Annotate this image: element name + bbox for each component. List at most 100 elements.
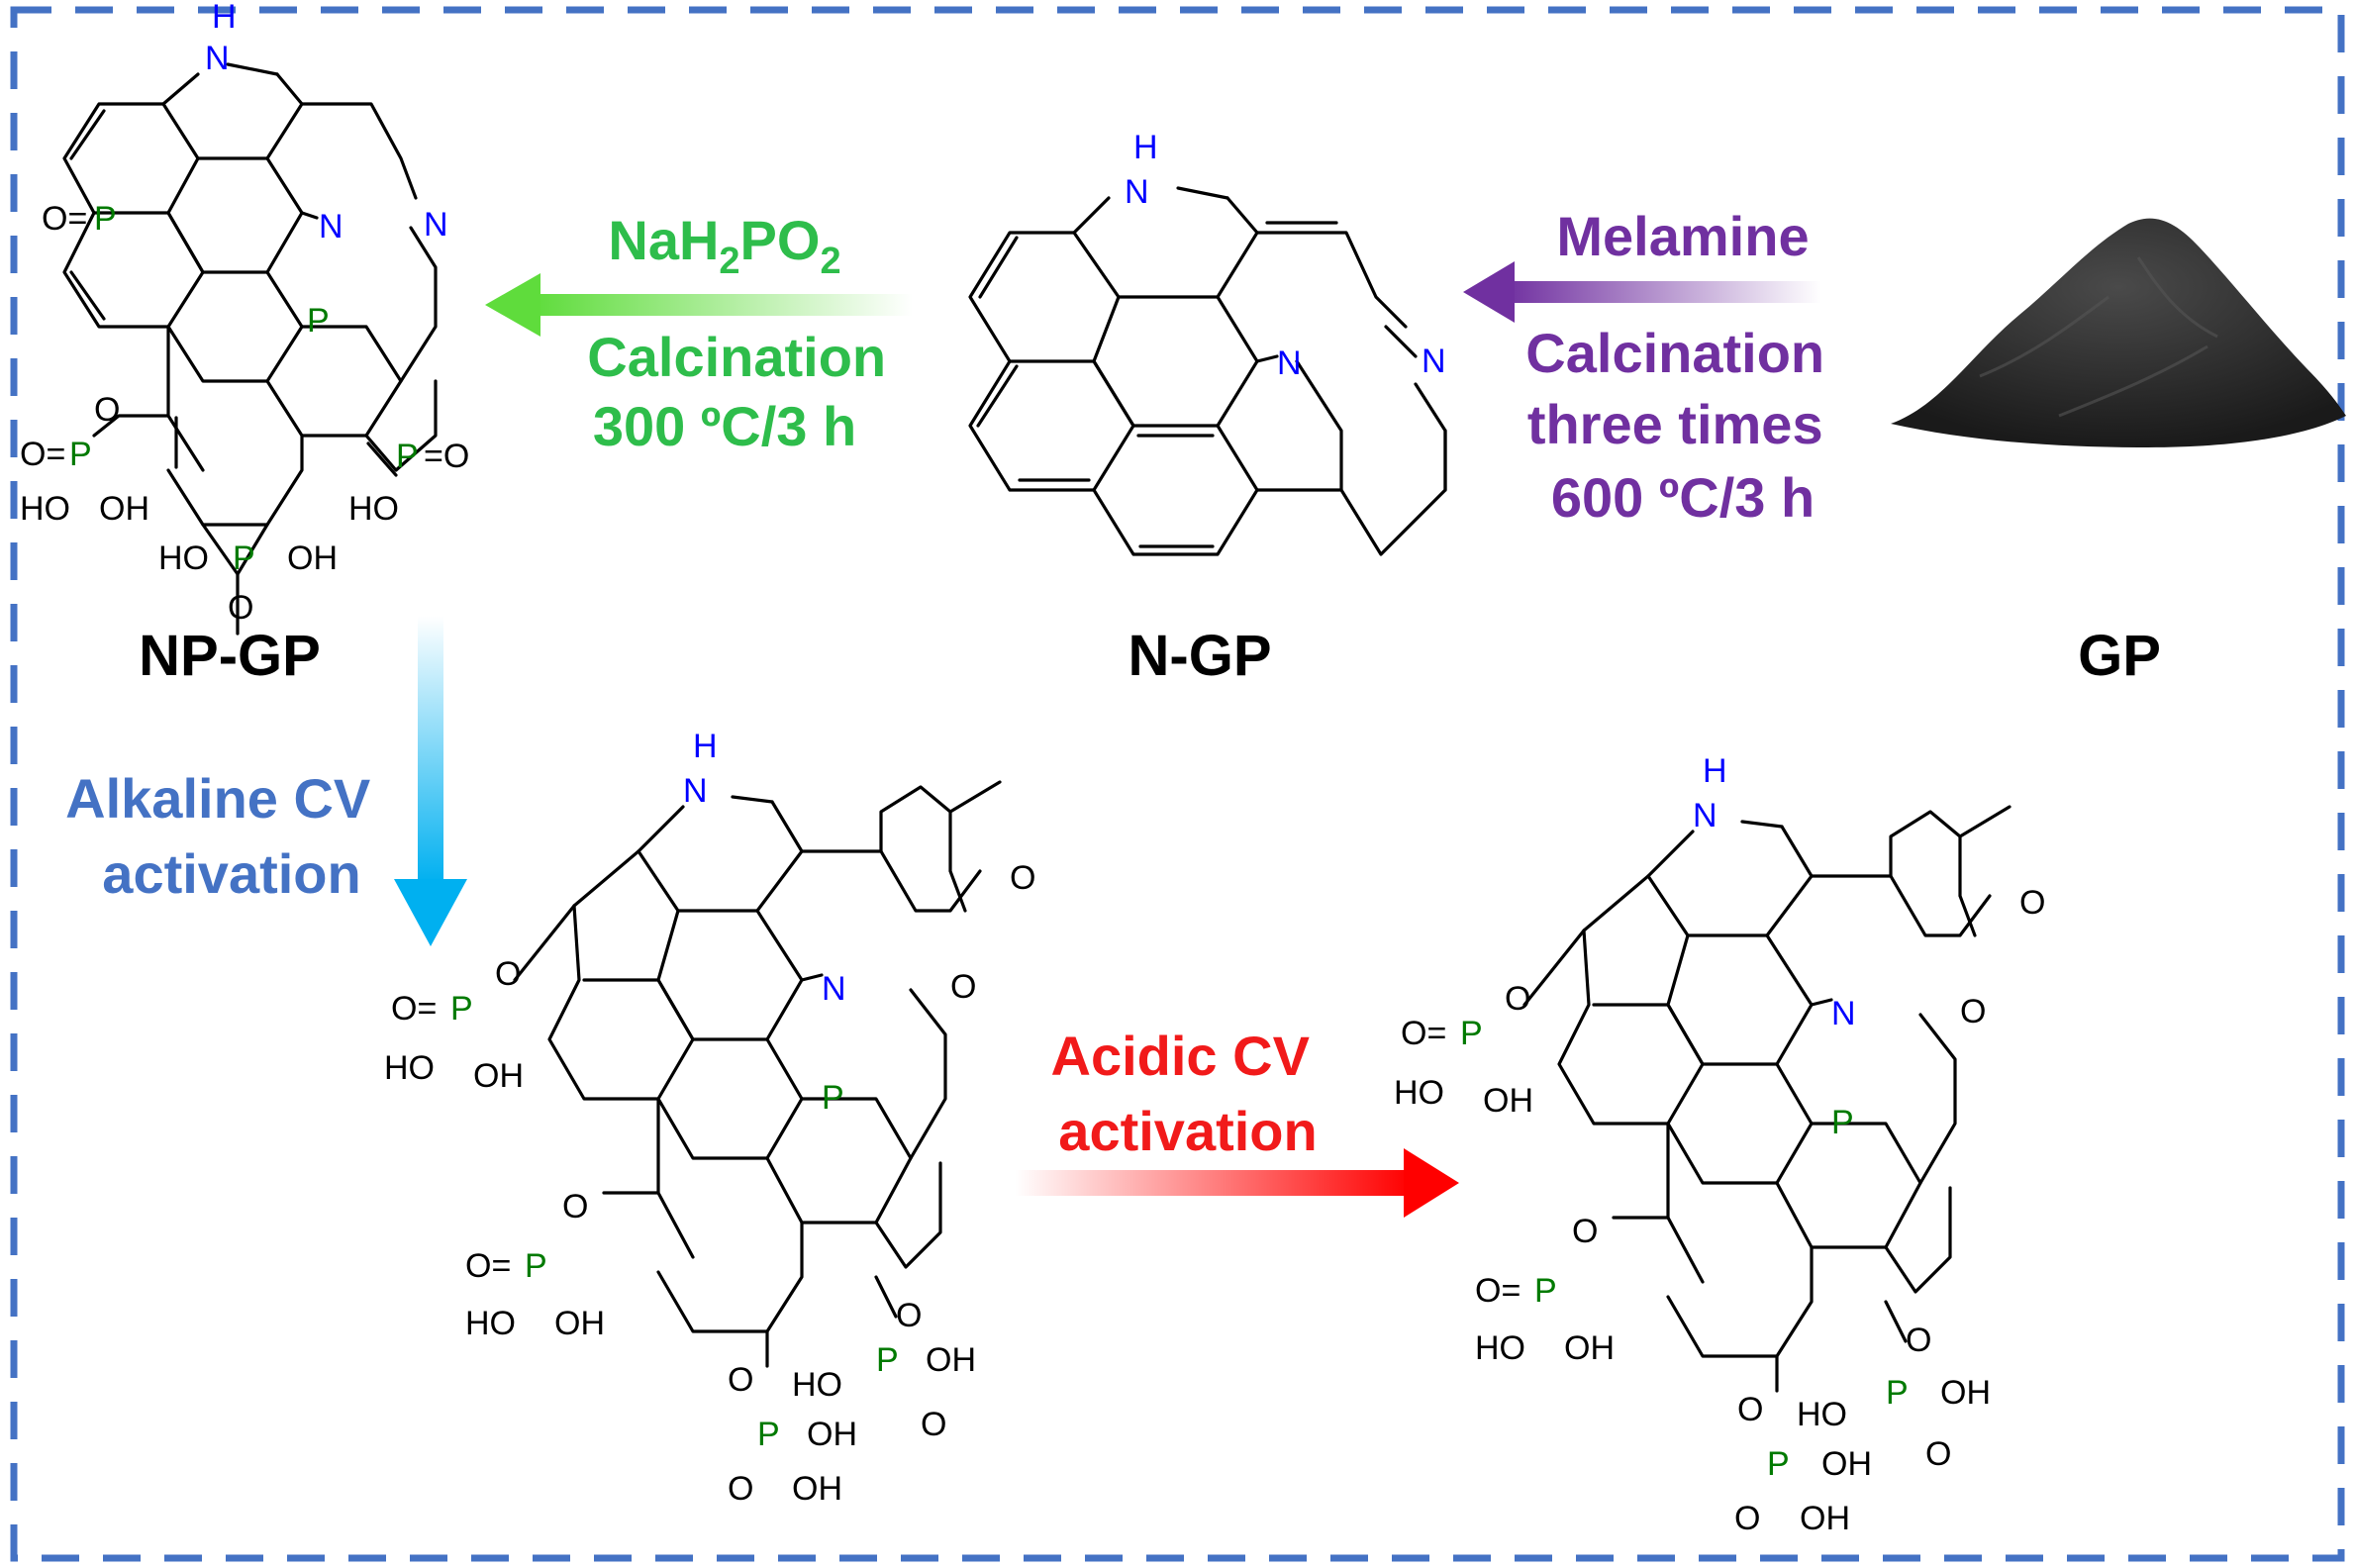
svg-text:H: H	[212, 0, 237, 36]
svg-text:O: O	[1925, 1435, 1951, 1473]
svg-text:O: O	[950, 968, 976, 1006]
svg-text:P: P	[1460, 1015, 1483, 1052]
svg-text:OH: OH	[554, 1305, 605, 1342]
arrow-melamine-shaft	[1505, 281, 1821, 303]
svg-text:Calcination three times: Calcination three times 600 ºC/3 h	[1525, 322, 1839, 529]
svg-text:Melamine: Melamine	[1556, 205, 1809, 267]
melamine-line3: 600 ºC/3 h	[1551, 466, 1815, 529]
svg-text:OH: OH	[807, 1416, 857, 1453]
svg-text:P: P	[94, 200, 117, 238]
svg-text:N: N	[205, 40, 230, 77]
svg-text:OH: OH	[287, 539, 338, 577]
acidic-line2: activation	[1058, 1100, 1317, 1162]
svg-text:O: O	[94, 391, 120, 429]
svg-text:OH: OH	[99, 490, 149, 528]
svg-text:P: P	[233, 539, 255, 577]
svg-text:HO: HO	[1797, 1396, 1847, 1433]
svg-text:HO: HO	[348, 490, 399, 528]
arrow-phosphide-head	[485, 273, 540, 337]
svg-text:P: P	[307, 302, 330, 340]
svg-text:O: O	[1505, 980, 1530, 1018]
svg-text:OH: OH	[1564, 1329, 1615, 1367]
svg-text:O: O	[562, 1188, 588, 1225]
arrow-acidic-shaft	[1015, 1170, 1411, 1196]
arrow-phosphide-shaft	[535, 294, 913, 316]
label-gp: GP	[2078, 624, 2161, 688]
svg-text:OH: OH	[1483, 1082, 1533, 1120]
svg-text:P: P	[69, 436, 92, 473]
svg-text:P: P	[1767, 1445, 1790, 1483]
nah2po2-formula: NaH2PO2	[608, 209, 840, 282]
dashed-border	[10, 6, 2345, 1562]
label-np-gp: NP-GP	[139, 624, 321, 688]
phosphide-line1: Calcination	[587, 326, 886, 388]
arrow-melamine-head	[1463, 261, 1515, 323]
svg-text:O: O	[896, 1297, 922, 1334]
arrow-alkaline-head	[394, 879, 467, 946]
structure-np-gp: N H N N P O= P O O= P HO OH P =O HO HO P…	[20, 0, 469, 636]
svg-text:P: P	[822, 1079, 844, 1117]
svg-text:HO: HO	[465, 1305, 516, 1342]
svg-text:HO: HO	[20, 490, 70, 528]
arrow-alkaline-shaft	[418, 616, 443, 883]
structure-alkaline-activated: N H N P O O O O= P HO OH O O= P HO OH O …	[384, 728, 1035, 1508]
svg-text:OH: OH	[792, 1470, 842, 1508]
powder-texture	[1979, 256, 2218, 418]
svg-text:O=: O=	[1475, 1272, 1521, 1310]
svg-text:HO: HO	[158, 539, 209, 577]
phosphide-line2: 300 ºC/3 h	[593, 395, 856, 457]
svg-text:N: N	[1125, 173, 1149, 211]
svg-text:O: O	[1906, 1322, 1931, 1359]
svg-text:N: N	[319, 208, 343, 245]
structure-acidic-activated: N H N P O O O O= P HO OH O O= P HO OH O …	[1394, 752, 2045, 1537]
svg-text:OH: OH	[926, 1341, 976, 1379]
svg-text:Acidic CV activation: Acidic CV activation	[1051, 1025, 1325, 1162]
svg-text:HO: HO	[792, 1366, 842, 1404]
svg-text:O=: O=	[465, 1247, 511, 1285]
svg-text:N: N	[1693, 797, 1717, 834]
svg-text:O=: O=	[391, 990, 437, 1028]
svg-text:N: N	[1831, 995, 1856, 1032]
svg-text:H: H	[1703, 752, 1727, 790]
svg-text:O: O	[728, 1470, 753, 1508]
svg-text:O: O	[1737, 1391, 1763, 1428]
svg-text:O: O	[1960, 993, 1986, 1030]
melamine-reagent: Melamine	[1556, 205, 1809, 267]
svg-text:N: N	[683, 772, 708, 810]
svg-text:P: P	[450, 990, 473, 1028]
svg-text:O: O	[1010, 859, 1035, 897]
svg-text:O: O	[495, 955, 521, 993]
svg-text:P: P	[1534, 1272, 1557, 1310]
svg-text:H: H	[1133, 129, 1158, 166]
svg-text:OH: OH	[1821, 1445, 1872, 1483]
svg-text:N: N	[822, 970, 846, 1008]
arrow-acidic-head	[1404, 1148, 1459, 1218]
svg-text:OH: OH	[1800, 1500, 1850, 1537]
svg-text:HO: HO	[384, 1049, 435, 1087]
svg-text:O=: O=	[42, 200, 87, 238]
svg-text:O=: O=	[1401, 1015, 1446, 1052]
svg-text:N: N	[424, 206, 448, 244]
svg-text:O: O	[1572, 1213, 1598, 1250]
svg-text:Calcination 300 ºC/3 h: Calcination 300 ºC/3 h	[587, 326, 901, 457]
svg-text:N: N	[1277, 344, 1302, 382]
svg-text:O: O	[921, 1406, 946, 1443]
melamine-line2: three times	[1527, 393, 1823, 455]
alkaline-line2: activation	[102, 842, 360, 905]
svg-text:O: O	[228, 589, 253, 627]
svg-text:P: P	[757, 1416, 780, 1453]
svg-text:OH: OH	[1940, 1374, 1991, 1412]
structure-n-gp: N H N N	[968, 129, 1447, 556]
svg-text:O: O	[1734, 1500, 1760, 1537]
svg-text:Alkaline CV activation: Alkaline CV activation	[65, 767, 386, 905]
svg-text:O: O	[728, 1361, 753, 1399]
svg-text:H: H	[693, 728, 718, 765]
svg-text:P: P	[525, 1247, 547, 1285]
svg-text:=O: =O	[424, 438, 469, 475]
svg-text:HO: HO	[1475, 1329, 1525, 1367]
svg-text:O=: O=	[20, 436, 65, 473]
label-n-gp: N-GP	[1128, 624, 1272, 688]
alkaline-line1: Alkaline CV	[65, 767, 370, 830]
svg-text:P: P	[876, 1341, 899, 1379]
